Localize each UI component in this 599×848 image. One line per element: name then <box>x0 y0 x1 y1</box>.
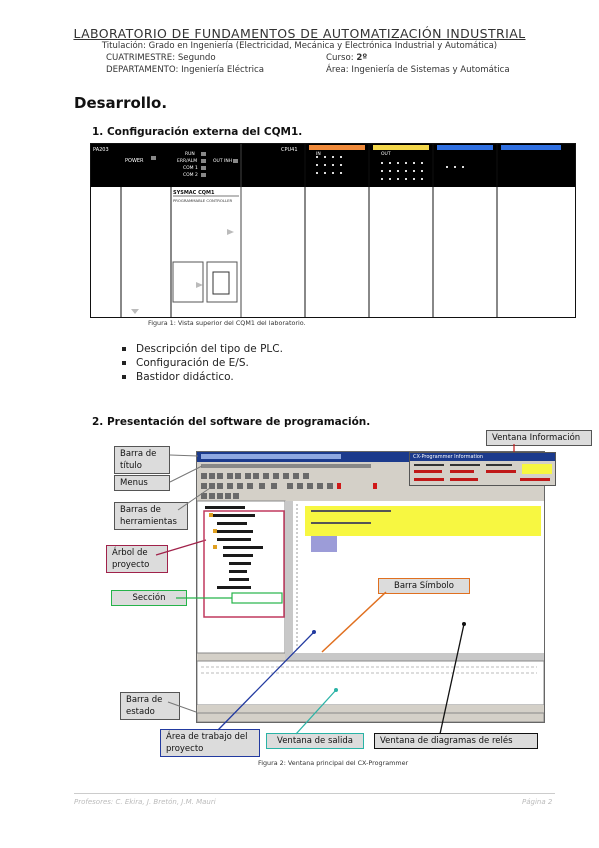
plc-model-label: SYSMAC CQM1 <box>173 190 215 196</box>
document-header-subtitle: Titulación: Grado en Ingeniería (Electri… <box>101 41 498 51</box>
callout-ventana-informacion: Ventana Información <box>486 430 592 446</box>
footer-page-number: Página 2 <box>522 798 553 806</box>
callout-arbol-proyecto: Árbol de proyecto <box>106 545 168 573</box>
cx-programmer-window <box>196 451 545 723</box>
plc-power-label: POWER <box>125 158 144 164</box>
plc-cpu-label: CPU41 <box>281 147 298 153</box>
section-title: Desarrollo. <box>74 94 168 112</box>
plc-description-list: Descripción del tipo de PLC. Configuraci… <box>120 342 283 384</box>
info-window-content <box>414 464 552 481</box>
footer-professors: Profesores: C. Ekira, J. Bretón, J.M. Ma… <box>74 798 216 806</box>
plc-com2-label: COM 2 <box>183 173 198 178</box>
callout-ventana-salida: Ventana de salida <box>266 733 364 749</box>
list-item: Descripción del tipo de PLC. <box>120 342 283 356</box>
plc-pa-label: PA203 <box>93 147 109 153</box>
header-curso: Curso: 2º <box>326 53 367 63</box>
plc-program-label: PROGRAMMABLE CONTROLLER <box>173 198 233 203</box>
info-window-title: CX-Programmer Information <box>410 453 555 461</box>
plc-run-label: RUN <box>185 152 195 157</box>
header-cuatrimestre: CUATRIMESTRE: Segundo <box>106 53 216 63</box>
callout-menus: Menus <box>114 475 170 491</box>
plc-figure: PA203 POWER RUN ERR/ALM COM 1 COM 2 OUT … <box>90 143 576 318</box>
header-curso-label: Curso: <box>326 53 354 63</box>
header-departamento: DEPARTAMENTO: Ingeniería Eléctrica <box>106 65 265 75</box>
list-item: Configuración de E/S. <box>120 356 283 370</box>
plc-outinh-label: OUT INH <box>213 159 233 164</box>
plc-com1-label: COM 1 <box>183 166 198 171</box>
header-curso-value: 2º <box>356 53 368 63</box>
plc-drawing <box>91 144 575 317</box>
item1-heading: 1. Configuración externa del CQM1. <box>92 126 303 138</box>
callout-barra-estado: Barra de estado <box>120 692 180 720</box>
plc-out-label: OUT <box>381 152 391 157</box>
callout-ventana-diagramas: Ventana de diagramas de relés <box>374 733 538 749</box>
item2-heading: 2. Presentación del software de programa… <box>92 416 371 428</box>
cx-programmer-drawing <box>197 452 544 722</box>
list-item: Bastidor didáctico. <box>120 370 283 384</box>
info-window: CX-Programmer Information <box>409 452 556 486</box>
callout-barra-titulo: Barra de título <box>114 446 170 474</box>
header-area: Área: Ingeniería de Sistemas y Automátic… <box>326 65 510 75</box>
callout-barras-herramientas: Barras de herramientas <box>114 502 188 530</box>
callout-area-trabajo: Área de trabajo del proyecto <box>160 729 260 757</box>
plc-err-label: ERR/ALM <box>177 159 198 164</box>
footer-divider <box>74 793 555 794</box>
figure2-caption: Figura 2: Ventana principal del CX-Progr… <box>258 759 409 767</box>
plc-in-label: IN <box>316 152 321 157</box>
figure1-caption: Figura 1: Vista superior del CQM1 del la… <box>148 319 306 327</box>
document-header-title: LABORATORIO DE FUNDAMENTOS DE AUTOMATIZA… <box>73 26 526 41</box>
callout-barra-simbolo: Barra Símbolo <box>378 578 470 594</box>
